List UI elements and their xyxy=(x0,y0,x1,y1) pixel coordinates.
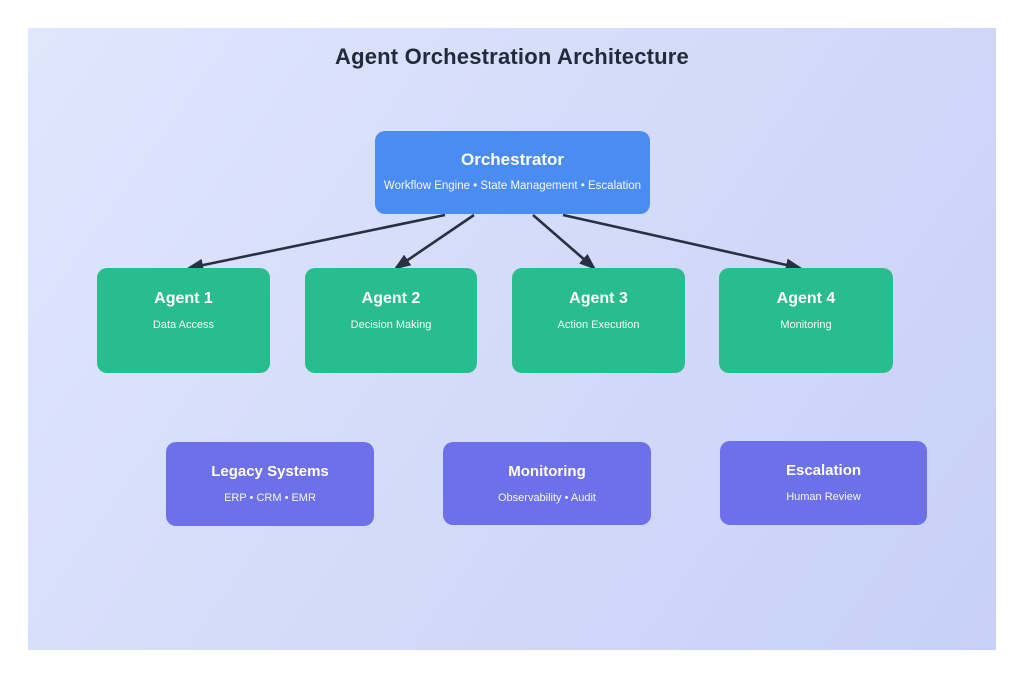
node-escalation: Escalation Human Review xyxy=(720,441,927,525)
node-agent-2: Agent 2 Decision Making xyxy=(305,268,477,373)
node-legacy-systems-title: Legacy Systems xyxy=(211,463,329,480)
node-agent-4-subtitle: Monitoring xyxy=(780,319,832,331)
node-agent-2-title: Agent 2 xyxy=(361,290,421,307)
node-agent-4: Agent 4 Monitoring xyxy=(719,268,893,373)
node-monitoring: Monitoring Observability • Audit xyxy=(443,442,651,525)
node-agent-1: Agent 1 Data Access xyxy=(97,268,270,373)
node-agent-1-title: Agent 1 xyxy=(154,290,213,307)
node-legacy-systems: Legacy Systems ERP • CRM • EMR xyxy=(166,442,374,526)
diagram-title: Agent Orchestration Architecture xyxy=(335,44,689,69)
node-monitoring-subtitle: Observability • Audit xyxy=(497,492,596,504)
node-agent-3-subtitle: Action Execution xyxy=(557,319,640,331)
node-legacy-systems-subtitle: ERP • CRM • EMR xyxy=(224,492,316,504)
node-monitoring-title: Monitoring xyxy=(508,463,586,480)
node-agent-1-subtitle: Data Access xyxy=(152,319,215,331)
node-orchestrator: Orchestrator Workflow Engine • State Man… xyxy=(375,131,650,214)
node-agent-2-subtitle: Decision Making xyxy=(350,319,432,331)
node-agent-3: Agent 3 Action Execution xyxy=(512,268,685,373)
node-escalation-subtitle: Human Review xyxy=(786,491,861,503)
node-escalation-title: Escalation xyxy=(785,462,862,479)
node-agent-3-title: Agent 3 xyxy=(569,290,628,307)
node-orchestrator-subtitle: Workflow Engine • State Management • Esc… xyxy=(383,180,642,192)
node-orchestrator-title: Orchestrator xyxy=(461,150,564,169)
node-agent-4-title: Agent 4 xyxy=(776,290,836,307)
